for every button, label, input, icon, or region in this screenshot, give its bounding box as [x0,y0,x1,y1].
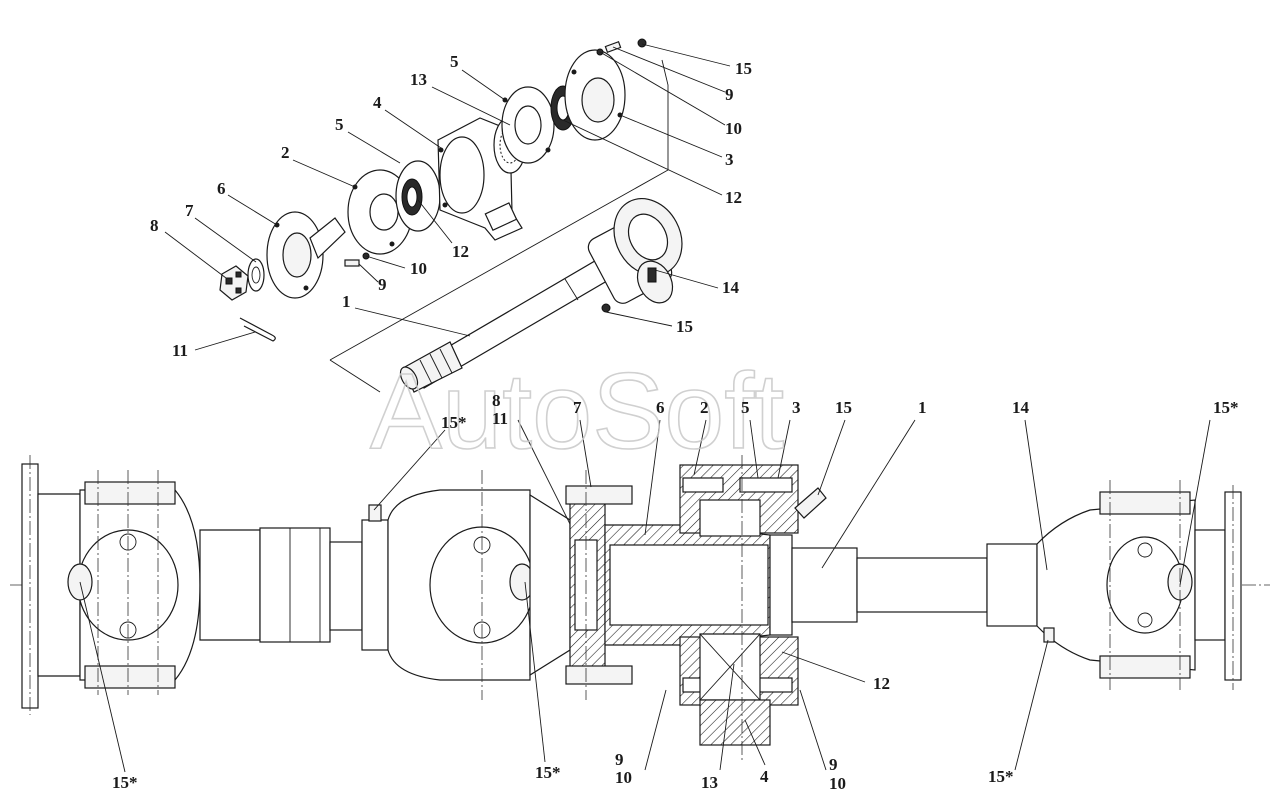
label-3-lower: 3 [792,398,801,417]
label-10-second: 10 [410,259,427,278]
label-15-star-top: 15* [441,413,467,432]
shaft-part-1 [399,257,613,393]
label-3: 3 [725,150,734,169]
upper-labels: 15 9 10 3 12 5 13 4 5 2 12 6 7 8 10 9 14… [150,52,752,360]
right-yoke-part-14 [1036,480,1242,690]
grease-fitting-part-15 [601,38,647,313]
lower-labels: 15* 8 11 7 6 2 5 3 15 1 14 15* 12 9 10 1… [112,391,1239,793]
watermark-text: AutoSoft [370,350,784,471]
label-14: 14 [722,278,740,297]
cotter-pin-part-11 [239,317,276,342]
label-9: 9 [725,85,734,104]
flange-part-6 [266,211,346,299]
washer-part-7 [247,258,265,292]
label-15-star-right: 15* [1213,398,1239,417]
label-8: 8 [150,216,159,235]
label-9-second: 9 [378,275,387,294]
label-9-lower-left: 9 [615,750,624,769]
label-4-lower: 4 [760,767,769,786]
label-15-star-bottom-left: 15* [112,773,138,792]
label-13-lower: 13 [701,773,718,792]
label-12-lower: 12 [873,674,890,693]
castle-nut-part-8 [219,265,249,301]
label-12: 12 [725,188,742,207]
label-4: 4 [373,93,382,112]
label-6: 6 [217,179,226,198]
intermediate-support [565,455,799,760]
label-5-second: 5 [335,115,344,134]
label-15: 15 [735,59,752,78]
label-15-star-bottom-right: 15* [988,767,1014,786]
label-6-lower: 6 [656,398,665,417]
grease-fitting-part-15-section [794,487,827,519]
label-8-lower: 8 [492,391,501,410]
label-13: 13 [410,70,427,89]
label-5-lower: 5 [741,398,750,417]
label-2: 2 [281,143,290,162]
bearing-part-12 [401,178,423,216]
leader-lines [79,43,1211,773]
label-7: 7 [185,201,194,220]
shaft-tube-left [199,504,389,651]
shaft-part-1-section [791,543,1038,627]
exploded-view [219,38,683,393]
middle-yoke [387,470,571,700]
left-end-flange [21,455,81,715]
washer-part-10 [362,48,604,260]
label-11: 11 [172,341,188,360]
label-7-lower: 7 [573,398,582,417]
left-yoke [67,470,201,695]
label-15-star-bottom-mid: 15* [535,763,561,782]
label-1: 1 [342,292,351,311]
label-9-lower-right: 9 [829,755,838,774]
label-11-lower: 11 [492,409,508,428]
label-2-lower: 2 [700,398,709,417]
cover-part-3 [564,49,626,141]
label-5: 5 [450,52,459,71]
yoke-part-14 [587,198,683,304]
label-12-second: 12 [452,242,469,261]
sectional-view [10,455,1270,760]
label-15-second: 15 [676,317,693,336]
label-1-lower: 1 [918,398,927,417]
label-10-lower-left: 10 [615,768,632,787]
label-15-lower: 15 [835,398,852,417]
label-10: 10 [725,119,742,138]
label-14-lower: 14 [1012,398,1030,417]
label-10-lower-right: 10 [829,774,846,793]
